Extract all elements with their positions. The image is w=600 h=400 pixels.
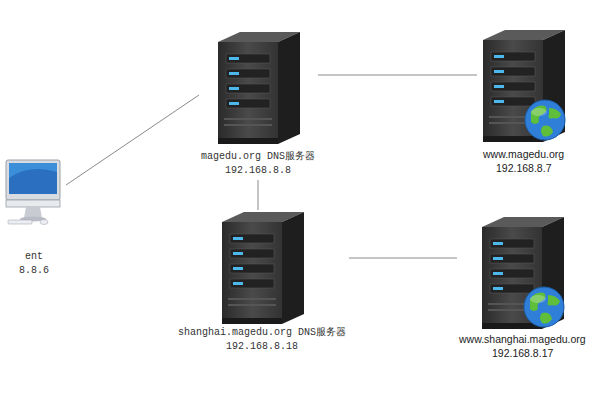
computer-icon: [4, 158, 64, 228]
server-node: www.shanghai.magedu.org192.168.8.17: [457, 215, 588, 363]
server-name: www.magedu.org: [483, 148, 564, 161]
ip-address: 192.168.8.7: [496, 162, 551, 175]
server-name: www.shanghai.magedu.org: [459, 333, 586, 346]
ip-address: 192.168.8.18: [226, 340, 298, 353]
network-link: [258, 180, 259, 210]
server-node: magedu.org DNS服务器192.168.8.8: [199, 30, 318, 180]
client-node: ent8.8.6: [2, 158, 66, 280]
ip-address: 192.168.8.17: [492, 347, 553, 360]
dns-server-icon: [218, 210, 308, 326]
ip-address: 192.168.8.8: [225, 164, 291, 177]
server-name: magedu.org DNS服务器: [201, 150, 315, 163]
network-link: [318, 75, 477, 76]
server-node: www.magedu.org192.168.8.7: [477, 28, 571, 178]
network-link: [66, 95, 199, 185]
server-node: shanghai.magedu.org DNS服务器192.168.8.18: [176, 210, 349, 356]
network-link: [349, 258, 457, 259]
web-server-icon: [479, 28, 569, 144]
server-name: shanghai.magedu.org DNS服务器: [178, 326, 346, 339]
dns-server-icon: [214, 30, 304, 146]
ip-address: 8.8.6: [19, 264, 49, 277]
client-label: ent: [25, 250, 43, 263]
web-server-icon: [478, 215, 568, 331]
